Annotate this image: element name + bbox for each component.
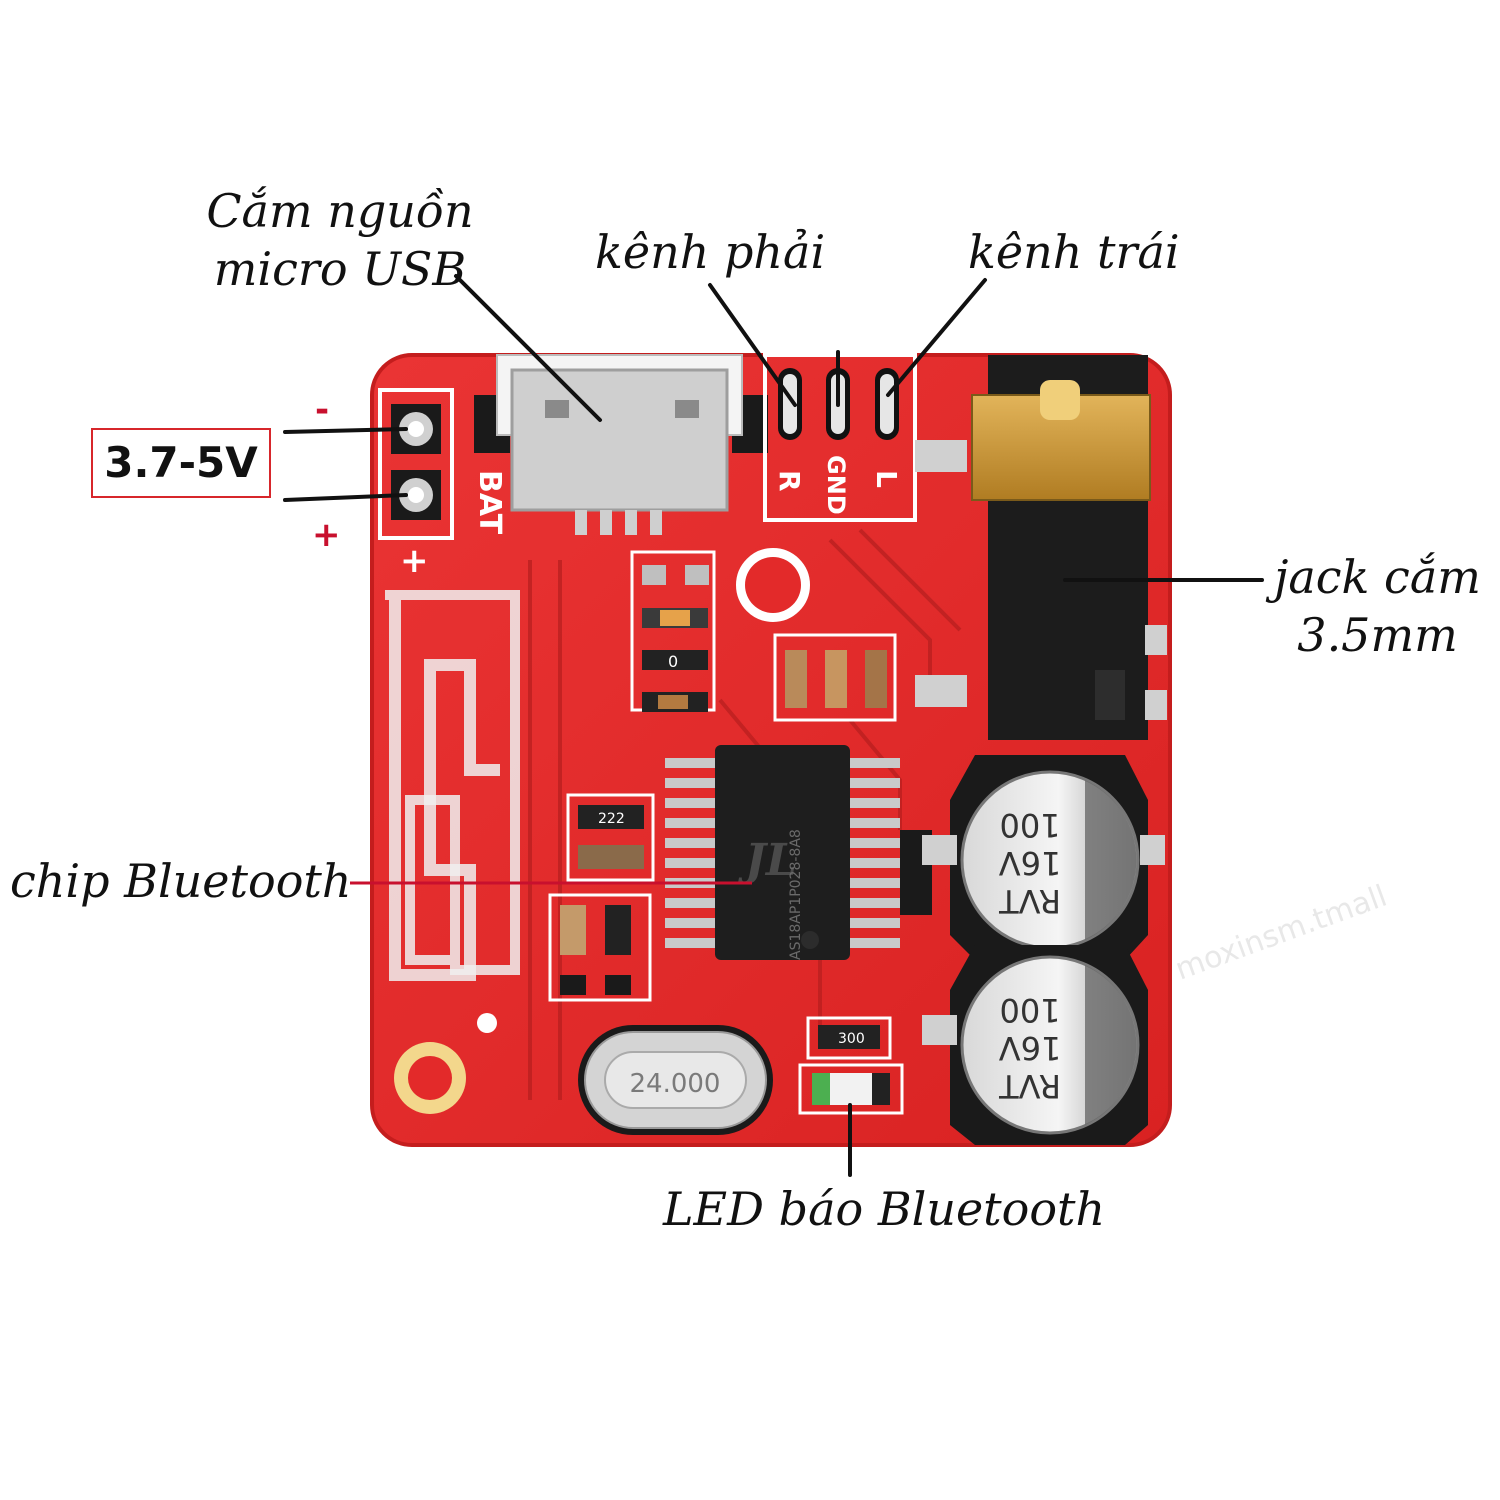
silk-gnd: GND xyxy=(822,455,850,515)
chip-logo: JL xyxy=(738,835,797,886)
svg-text:moxinsm.tmall: moxinsm.tmall xyxy=(1171,879,1392,988)
audio-jack xyxy=(915,355,1167,740)
label-left-channel: kênh trái xyxy=(968,225,1180,279)
capacitor-top: RVT 16V 100 xyxy=(922,755,1165,960)
crystal-oscillator: 24.000 xyxy=(578,1025,773,1135)
label-minus: - xyxy=(315,390,330,430)
silk-bat: BAT xyxy=(472,470,507,535)
resistor-300: 300 xyxy=(838,1031,865,1047)
label-power-usb-line1: Cắm nguồn xyxy=(206,184,474,238)
label-voltage: 3.7-5V xyxy=(91,428,271,498)
line-minus xyxy=(283,427,408,434)
label-power-usb: Cắm nguồn micro USB xyxy=(200,182,480,298)
silk-l: L xyxy=(870,470,903,488)
line-usb xyxy=(454,274,602,422)
cap-top-voltage: 16V xyxy=(999,844,1062,882)
bat-pins: + xyxy=(378,388,454,581)
label-jack-line2: 3.5mm xyxy=(1297,608,1458,662)
label-power-usb-line2: micro USB xyxy=(213,242,467,296)
watermark: moxinsm.tmall xyxy=(1171,879,1392,988)
label-chip: chip Bluetooth xyxy=(10,854,352,908)
silk-r: R xyxy=(773,470,806,492)
capacitor-bottom: RVT 16V 100 xyxy=(922,945,1148,1145)
line-plus xyxy=(283,493,408,502)
silk-plus: + xyxy=(400,541,429,581)
cap-top-value: 100 xyxy=(999,806,1060,844)
bluetooth-chip: JL AS18AP1P028-8A8 xyxy=(665,745,900,960)
label-jack: jack cắm 3.5mm xyxy=(1265,548,1490,664)
line-left xyxy=(886,278,987,397)
mounting-holes xyxy=(394,548,810,1114)
resistor-222: 222 xyxy=(598,811,625,827)
cap-bottom-value: 100 xyxy=(999,991,1060,1029)
micro-usb-connector xyxy=(496,354,743,535)
resistor-0a: 0 xyxy=(668,652,678,671)
pcb-traces xyxy=(528,528,962,1100)
cap-top-brand: RVT xyxy=(999,882,1061,920)
label-plus: + xyxy=(312,515,341,555)
status-led xyxy=(798,1063,904,1115)
bt-antenna xyxy=(385,590,520,975)
smd-components: 0 222 300 xyxy=(548,550,968,1060)
cap-bottom-voltage: 16V xyxy=(999,1029,1062,1067)
label-right-channel: kênh phải xyxy=(595,225,826,279)
crystal-label: 24.000 xyxy=(630,1069,721,1099)
line-right xyxy=(708,283,797,407)
callout-lines xyxy=(283,274,1264,1177)
cap-bottom-brand: RVT xyxy=(999,1067,1061,1105)
label-led: LED báo Bluetooth xyxy=(663,1182,1106,1236)
label-jack-line1: jack cắm xyxy=(1274,550,1481,604)
chip-part: AS18AP1P028-8A8 xyxy=(788,829,804,960)
